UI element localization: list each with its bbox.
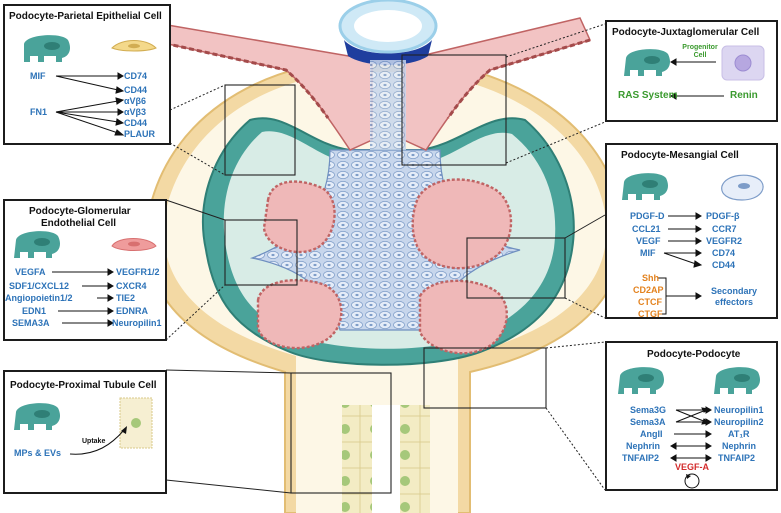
podocyte-cell-icon (624, 49, 670, 76)
factor-label: Shh (642, 273, 659, 283)
receptor-label: EDNRA (116, 306, 149, 316)
proximal-tubule-cells (342, 405, 372, 513)
factor-label: CTCF (638, 297, 662, 307)
receptor-label: αVβ6 (124, 96, 147, 106)
receptor-label: PLAUR (124, 129, 155, 139)
ligand-label: MIF (640, 248, 656, 258)
podocyte-cell-icon (14, 231, 60, 258)
receptor-label: αVβ3 (124, 107, 147, 117)
ligand-label: MIF (30, 71, 46, 81)
ras-label: RAS System (618, 90, 678, 101)
mesangial-cell-icon (721, 174, 764, 201)
receptor-label: Neuropilin2 (714, 417, 764, 427)
podocyte-cell-icon (618, 367, 664, 394)
ligand-label: TNFAIP2 (622, 453, 660, 463)
receptor-label: TIE2 (116, 293, 136, 303)
factor-label: CTGF (638, 309, 663, 319)
ligand-label: VEGF (636, 236, 661, 246)
receptor-label: VEGFR1/2 (116, 267, 160, 277)
effectors-label: Secondary effectors (710, 286, 758, 307)
receptor-label: VEGFR2 (706, 236, 743, 246)
receptor-label: Neuropilin1 (714, 405, 764, 415)
panel-mesangial: Podocyte-Mesangial Cell (605, 143, 778, 319)
receptor-label: Nephrin (722, 441, 757, 451)
ligand-label: SDF1/CXCL12 (9, 281, 70, 291)
panel-parietal: Podocyte-Parietal Epithelial Cell (3, 4, 171, 145)
ligand-label: Angiopoietin1/2 (5, 293, 73, 303)
panel-title: Podocyte-Glomerular (29, 206, 131, 217)
ligand-label: AngII (640, 429, 663, 439)
ligand-label: EDN1 (22, 306, 47, 316)
panel-title: Endothelial Cell (41, 218, 117, 229)
receptor-label: CD74 (124, 71, 148, 81)
ligand-label: Sema3G (630, 405, 667, 415)
receptor-label: CCR7 (712, 224, 737, 234)
receptor-label: PDGF-β (706, 211, 740, 221)
endothelial-cell-icon (111, 238, 157, 251)
ligand-label: PDGF-D (630, 211, 665, 221)
receptor-label: Neuropilin1 (112, 318, 162, 328)
receptor-label: TNFAIP2 (718, 453, 756, 463)
ligand-label: VEGFA (15, 267, 46, 277)
renin-label: Renin (730, 90, 758, 101)
capillary-loop (262, 180, 336, 254)
receptor-label: CXCR4 (116, 281, 147, 291)
mps-label: MPs & EVs (14, 448, 62, 458)
podocyte-cell-icon (24, 35, 70, 62)
receptor-label: AT₁R (728, 429, 750, 439)
ligand-label: FN1 (30, 107, 48, 117)
panel-title: Podocyte-Podocyte (647, 349, 741, 360)
uptake-label: Uptake (82, 438, 106, 445)
ligand-label: SEMA3A (12, 318, 50, 328)
panel-title: Podocyte-Juxtaglomerular Cell (612, 27, 760, 38)
receptor-label: CD44 (712, 260, 736, 270)
macula-densa (344, 40, 432, 65)
juxtaglomerular-cell-icon (721, 45, 765, 81)
ligand-label: CCL21 (632, 224, 661, 234)
panel-title: Podocyte-Mesangial Cell (621, 150, 739, 161)
panel-title: Podocyte-Parietal Epithelial Cell (9, 11, 162, 22)
panel-title: Podocyte-Proximal Tubule Cell (10, 380, 157, 391)
progenitor-label: Progenitor Cell (682, 44, 718, 59)
tubule-cell-icon (119, 397, 153, 449)
podocyte-cell-icon (622, 173, 668, 200)
parietal-cell-icon (111, 40, 157, 52)
receptor-label: CD44 (124, 118, 148, 128)
vegf-label: VEGF-A (675, 462, 710, 472)
podocyte-cell-icon (714, 367, 760, 394)
podocyte-cell-icon (14, 403, 60, 430)
receptor-label: CD74 (712, 248, 736, 258)
ligand-label: Sema3A (630, 417, 666, 427)
factor-label: CD2AP (633, 285, 664, 295)
receptor-label: CD44 (124, 85, 148, 95)
panel-endothelial: Podocyte-Glomerular Endothelial Cell (3, 199, 167, 341)
ligand-label: Nephrin (626, 441, 661, 451)
